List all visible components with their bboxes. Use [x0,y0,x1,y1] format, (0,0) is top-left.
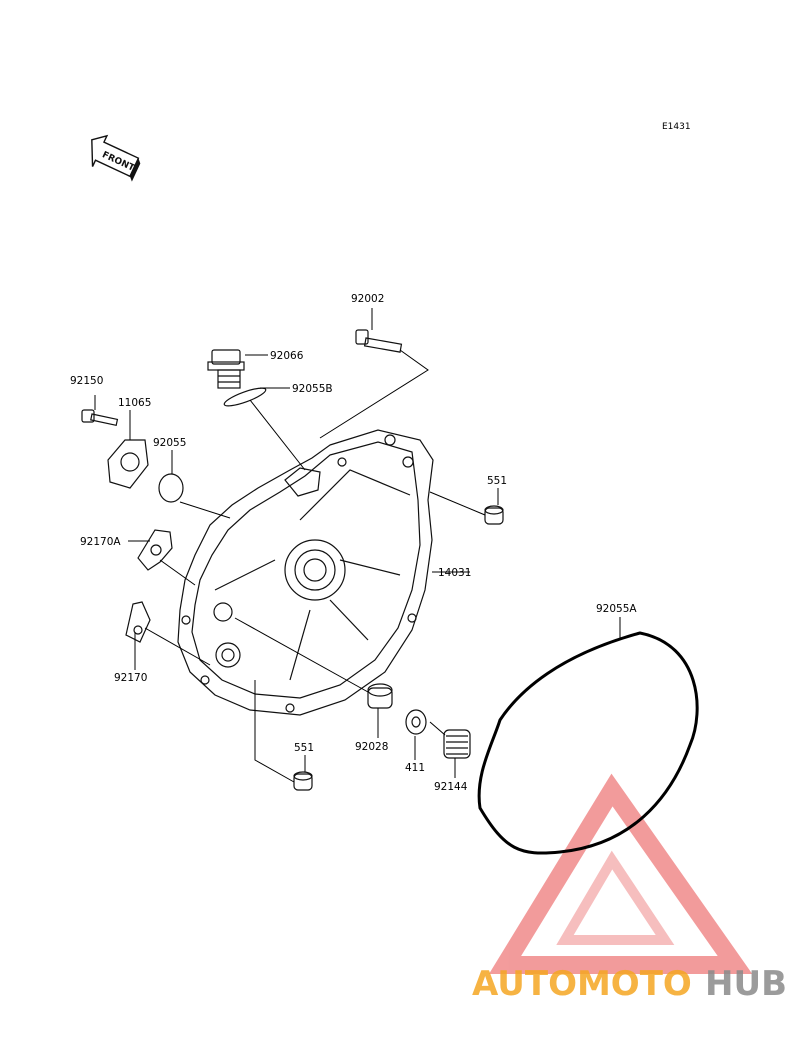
label-551-top: 551 [487,475,507,487]
oil-filler-cap [207,349,245,389]
bolt-92150 [81,409,119,426]
dowel-pin-551-bottom [293,771,313,791]
label-92170a: 92170A [80,536,121,548]
washer-411 [405,709,427,735]
dowel-pin-551-top [484,505,504,525]
label-551-bottom: 551 [294,742,314,754]
label-92150: 92150 [70,375,103,387]
o-ring-92055 [158,473,184,503]
label-411: 411 [405,762,425,774]
label-92028: 92028 [355,741,388,753]
diagram-code: E1431 [662,122,691,132]
bushing-92028 [367,683,393,709]
label-92055a: 92055A [596,603,637,615]
watermark-part1: AUTOMOTO [472,964,692,1004]
label-92144: 92144 [434,781,468,793]
watermark-logo [488,773,753,974]
clamp-92170a [137,529,173,571]
label-92066: 92066 [270,350,304,362]
watermark-text: AUTOMOTO HUB [472,964,787,1004]
clutch-cover [177,429,434,716]
front-arrow-icon: FRONT [91,134,141,182]
label-92170: 92170 [114,672,147,684]
label-92055b: 92055B [292,383,333,395]
cap-plate-11065 [107,439,149,489]
bolt-92002 [355,329,403,353]
label-92055: 92055 [153,437,186,449]
part-labels: 92002 92066 92055B 92150 11065 92055 551… [70,293,637,793]
washer-411-hole [411,716,421,728]
clamp-92170 [125,601,151,643]
o-ring-92055b [223,387,267,407]
label-14031: 14031 [438,567,471,579]
watermark-part2: HUB [705,964,787,1004]
spring-92144 [443,729,471,759]
gasket-92055a [477,631,699,855]
label-92002: 92002 [351,293,384,305]
label-11065: 11065 [118,397,151,409]
leader-lines [94,308,621,783]
